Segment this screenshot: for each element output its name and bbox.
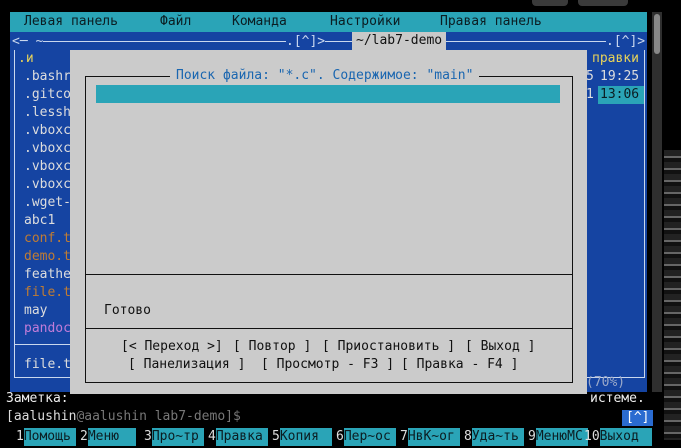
window-button[interactable] xyxy=(532,0,568,6)
left-panel-marker[interactable]: <─ ~ xyxy=(12,34,44,50)
note-label: Заметка: xyxy=(6,391,69,406)
dialog-separator xyxy=(85,274,573,275)
selected-file-info: file.t xyxy=(24,357,71,372)
dialog-frame xyxy=(85,76,573,383)
f9-menu-mc[interactable]: 9МенюМС xyxy=(528,428,588,446)
goto-button[interactable]: [< Переход >] xyxy=(121,339,223,354)
repeat-button[interactable]: [ Повтор ] xyxy=(233,339,312,354)
prompt-host: @aalushin lab7-demo xyxy=(76,409,226,424)
menu-right-panel[interactable]: Правая панель xyxy=(440,14,542,29)
file-item[interactable]: file.t xyxy=(24,285,71,300)
file-item[interactable]: .vboxc xyxy=(24,123,71,138)
background-image-edge xyxy=(664,150,681,440)
search-status: Готово xyxy=(104,303,151,318)
column-header-time: правки xyxy=(592,51,639,66)
f7-mkdir[interactable]: 7НвК~ог xyxy=(400,428,460,446)
exit-button[interactable]: [ Выход ] xyxy=(465,339,536,354)
find-file-dialog: Поиск файла: "*.c". Содержимое: "main" Г… xyxy=(70,50,587,394)
menu-bar: Левая панель Файл Команда Настройки Прав… xyxy=(10,12,647,32)
panel-toggle-corner[interactable]: [^] xyxy=(622,410,654,426)
column-header-name: .и xyxy=(18,51,34,66)
file-item[interactable]: .lessh xyxy=(24,105,71,120)
dialog-title: Поиск файла: "*.c". Содержимое: "main" xyxy=(170,67,480,85)
view-button[interactable]: [ Просмотр - F3 ] xyxy=(261,357,395,372)
file-item[interactable]: .vboxc xyxy=(24,159,71,174)
file-time: 19:25 xyxy=(600,69,640,84)
edit-button[interactable]: [ Правка - F4 ] xyxy=(401,357,519,372)
note-tail: истеме. xyxy=(590,391,645,406)
file-item[interactable]: conf.t xyxy=(24,231,71,246)
file-item[interactable]: pandoc xyxy=(24,321,71,336)
function-key-bar: 1Помощь 2Меню 3Про~тр 4Правка 5Копия 6Пе… xyxy=(0,426,681,448)
file-size: 1 xyxy=(586,87,594,102)
f1-help[interactable]: 1Помощь xyxy=(16,428,76,446)
file-size: 5 xyxy=(586,69,594,84)
f6-move[interactable]: 6Пер~ос xyxy=(336,428,396,446)
prompt-user: [aalushin xyxy=(6,409,77,424)
menu-file[interactable]: Файл xyxy=(160,14,192,29)
left-panel-corner[interactable]: .[^]> xyxy=(286,34,326,50)
current-path[interactable]: ~/lab7-demo xyxy=(352,32,447,50)
file-item[interactable]: .gitco xyxy=(24,87,71,102)
f3-view[interactable]: 3Про~тр xyxy=(144,428,204,446)
menu-left-panel[interactable]: Левая панель xyxy=(24,14,118,29)
right-panel-corner[interactable]: .[^]> xyxy=(606,34,646,50)
file-item[interactable]: feathe xyxy=(24,267,71,282)
menu-command[interactable]: Команда xyxy=(232,14,287,29)
file-item[interactable]: may xyxy=(24,303,48,318)
file-item[interactable]: .vboxc xyxy=(24,177,71,192)
window-scrollbar[interactable] xyxy=(652,12,662,392)
command-line[interactable]: [aalushin@aalushin lab7-demo]$ xyxy=(6,408,241,426)
note-line: Заметка: истеме. xyxy=(6,390,646,408)
prompt-end: ]$ xyxy=(225,409,241,424)
f4-edit[interactable]: 4Правка xyxy=(208,428,268,446)
suspend-button[interactable]: [ Приостановить ] xyxy=(322,339,456,354)
file-item[interactable]: abc1 xyxy=(24,213,56,228)
dialog-separator xyxy=(85,328,573,329)
f2-menu[interactable]: 2Меню xyxy=(80,428,136,446)
file-item[interactable]: .wget- xyxy=(24,195,71,210)
f5-copy[interactable]: 5Копия xyxy=(272,428,332,446)
panelize-button[interactable]: [ Панелизация ] xyxy=(128,357,246,372)
menu-settings[interactable]: Настройки xyxy=(330,14,401,29)
file-item[interactable]: .bashr xyxy=(24,69,71,84)
f8-delete[interactable]: 8Уда~ть xyxy=(464,428,524,446)
f10-exit[interactable]: 10Выход xyxy=(584,428,652,446)
scrollbar-thumb[interactable] xyxy=(654,14,660,54)
file-item[interactable]: .vboxc xyxy=(24,141,71,156)
disk-usage-percent: (70%) xyxy=(586,375,626,390)
file-item[interactable]: demo.t xyxy=(24,249,71,264)
window-button[interactable] xyxy=(578,0,628,6)
panel-header: <─ ~ .[^]> .[^]> xyxy=(10,34,647,50)
panel-mini-separator xyxy=(14,344,70,345)
results-selected-row[interactable] xyxy=(96,85,560,103)
file-time-selected[interactable]: 13:06 xyxy=(598,86,644,104)
